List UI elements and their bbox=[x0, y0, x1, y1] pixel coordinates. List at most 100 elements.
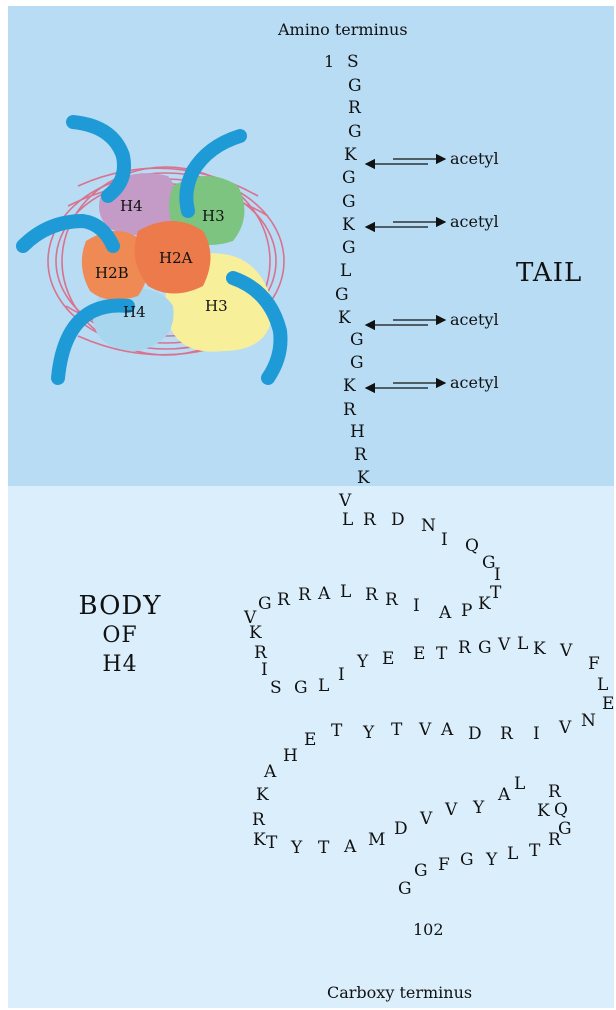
body-residue: T bbox=[318, 840, 329, 857]
body-residue: T bbox=[331, 723, 342, 740]
body-residue: I bbox=[413, 598, 420, 615]
tail-residue: K bbox=[342, 217, 355, 234]
tail-residue: K bbox=[357, 470, 370, 487]
body-residue: T bbox=[529, 843, 540, 860]
h3-bottom-label: H3 bbox=[205, 297, 228, 315]
body-residue: G bbox=[460, 852, 474, 869]
body-residue: G bbox=[478, 640, 492, 657]
body-residue: Y bbox=[357, 654, 368, 671]
body-residue: L bbox=[514, 776, 525, 793]
body-residue: P bbox=[461, 603, 472, 620]
body-residue: K bbox=[253, 832, 266, 849]
body-title-line1: BODY bbox=[70, 591, 170, 621]
tail-residue: R bbox=[343, 402, 356, 419]
body-residue: F bbox=[438, 857, 450, 874]
residue-number-start: 1 bbox=[324, 52, 334, 71]
residue-number-end: 102 bbox=[413, 920, 444, 939]
body-residue: F bbox=[588, 656, 600, 673]
body-residue: I bbox=[533, 726, 540, 743]
acetyl-label-1: acetyl bbox=[450, 149, 499, 168]
tail-residue: G bbox=[342, 194, 356, 211]
body-residue: L bbox=[342, 512, 353, 529]
tail-residue: L bbox=[340, 263, 351, 280]
body-residue: I bbox=[441, 532, 448, 549]
body-residue: E bbox=[602, 696, 614, 713]
body-title-line2: OF bbox=[70, 623, 170, 648]
body-residue: K bbox=[537, 803, 550, 820]
body-residue: V bbox=[419, 722, 431, 739]
histone-h4-figure: H4 H3 H2A H2B H4 H3 Amino terminus Carbo… bbox=[8, 6, 614, 1008]
body-residue: R bbox=[548, 832, 561, 849]
body-residue: K bbox=[256, 787, 269, 804]
nucleosome-illustration: H4 H3 H2A H2B H4 H3 bbox=[8, 6, 308, 406]
body-residue: R bbox=[252, 812, 265, 829]
body-residue: K bbox=[533, 641, 546, 658]
body-residue: I bbox=[261, 662, 268, 679]
acetyl-label-2: acetyl bbox=[450, 212, 499, 231]
body-residue: V bbox=[498, 637, 510, 654]
tail-residue: K bbox=[343, 378, 356, 395]
body-residue: V bbox=[339, 493, 351, 510]
body-residue: A bbox=[264, 764, 276, 781]
tail-residue: R bbox=[348, 100, 361, 117]
tail-residue: G bbox=[335, 287, 349, 304]
tail-residue: G bbox=[348, 78, 362, 95]
h2b-label: H2B bbox=[95, 264, 129, 282]
body-residue: T bbox=[391, 722, 402, 739]
tail-residue: G bbox=[342, 240, 356, 257]
h2a-label: H2A bbox=[159, 249, 193, 267]
body-residue: D bbox=[391, 512, 405, 529]
body-residue: K bbox=[478, 596, 491, 613]
tail-residue: K bbox=[338, 310, 351, 327]
body-residue: R bbox=[365, 587, 378, 604]
body-residue: R bbox=[363, 512, 376, 529]
body-residue: G bbox=[398, 881, 412, 898]
tail-residue: S bbox=[347, 54, 359, 71]
body-residue: H bbox=[283, 748, 298, 765]
amino-terminus-caption: Amino terminus bbox=[278, 20, 408, 39]
body-residue: N bbox=[581, 713, 596, 730]
tail-residue: G bbox=[342, 170, 356, 187]
tail-residue: K bbox=[344, 147, 357, 164]
body-residue: V bbox=[445, 802, 457, 819]
body-residue: S bbox=[270, 680, 282, 697]
body-residue: L bbox=[517, 636, 528, 653]
tail-residue: R bbox=[354, 447, 367, 464]
body-residue: Q bbox=[465, 538, 479, 555]
carboxy-terminus-caption: Carboxy terminus bbox=[327, 983, 472, 1002]
body-residue: T bbox=[266, 835, 277, 852]
acetyl-label-3: acetyl bbox=[450, 310, 499, 329]
tail-residue: G bbox=[350, 332, 364, 349]
body-residue: L bbox=[318, 678, 329, 695]
body-residue: A bbox=[344, 839, 356, 856]
body-residue: E bbox=[413, 646, 425, 663]
body-residue: V bbox=[559, 720, 571, 737]
body-residue: N bbox=[421, 518, 436, 535]
h3-top-label: H3 bbox=[202, 207, 225, 225]
body-residue: G bbox=[294, 680, 308, 697]
body-residue: L bbox=[340, 584, 351, 601]
body-residue: R bbox=[277, 592, 290, 609]
body-residue: R bbox=[548, 784, 561, 801]
body-residue: D bbox=[394, 821, 408, 838]
tail-residue: H bbox=[350, 424, 365, 441]
body-residue: G bbox=[414, 863, 428, 880]
body-residue: A bbox=[498, 787, 510, 804]
body-residue: R bbox=[500, 726, 513, 743]
h4-top-label: H4 bbox=[120, 197, 143, 215]
body-residue: T bbox=[436, 646, 447, 663]
body-residue: D bbox=[468, 726, 482, 743]
body-title-line3: H4 bbox=[70, 652, 170, 677]
body-residue: R bbox=[458, 640, 471, 657]
body-residue: Y bbox=[291, 840, 302, 857]
body-residue: Y bbox=[363, 725, 374, 742]
body-residue: Y bbox=[486, 852, 497, 869]
body-residue: R bbox=[385, 592, 398, 609]
acetyl-label-4: acetyl bbox=[450, 373, 499, 392]
body-residue: M bbox=[368, 832, 385, 849]
body-residue: E bbox=[382, 651, 394, 668]
h4-bottom-label: H4 bbox=[123, 303, 146, 321]
tail-residue: G bbox=[348, 124, 362, 141]
body-residue: I bbox=[338, 667, 345, 684]
body-residue: A bbox=[318, 586, 330, 603]
